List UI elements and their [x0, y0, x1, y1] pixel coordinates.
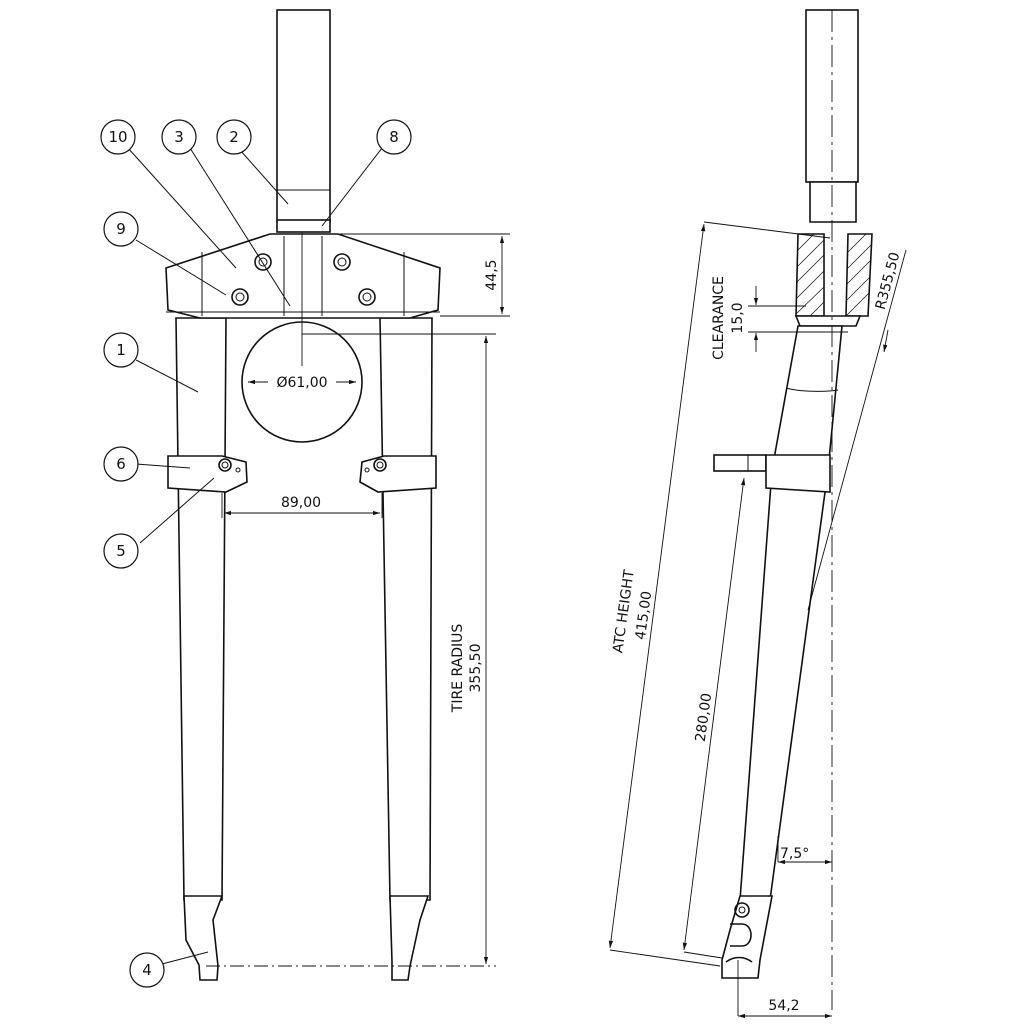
steerer-diameter-label: Ø61,00: [276, 375, 327, 391]
tire-radius-value: 355,50: [468, 644, 484, 693]
svg-text:1: 1: [116, 341, 126, 359]
right-fork-leg: [379, 317, 433, 901]
balloon-4: 4: [129, 952, 165, 988]
offset-label: 54,2: [768, 998, 799, 1014]
balloon-6: 6: [103, 446, 139, 482]
svg-text:3: 3: [174, 128, 184, 146]
leg-spacing-label: 89,00: [281, 495, 321, 511]
left-fork-leg: [175, 317, 227, 901]
atc-height-value: 415,00: [633, 590, 656, 641]
svg-text:6: 6: [116, 455, 126, 473]
side-dropout: [721, 895, 773, 979]
side-fork-body: [739, 325, 843, 901]
crown: [165, 233, 441, 319]
leg-length-label: 280,00: [693, 692, 716, 743]
tire-radius-label: TIRE RADIUS: [450, 624, 466, 714]
right-clamp: [359, 455, 437, 493]
balloon-1: 1: [103, 332, 139, 368]
side-view: CLEARANCE 15,0 R355,50 ATC HEIGHT 415,00…: [608, 9, 907, 1019]
svg-text:8: 8: [389, 128, 399, 146]
front-view: Ø61,00 89,00 44,5 TIRE RADIUS 355,50: [100, 9, 510, 988]
right-dropout: [389, 895, 430, 981]
angle-label: 7,5°: [780, 846, 809, 862]
side-boss: [713, 454, 767, 472]
svg-text:2: 2: [229, 128, 239, 146]
clearance-label: CLEARANCE: [711, 276, 727, 360]
svg-text:5: 5: [116, 542, 126, 560]
atc-height-label: ATC HEIGHT: [610, 568, 638, 654]
crown-race: [276, 219, 331, 233]
crown-bolts: [231, 253, 376, 306]
clearance-value: 15,0: [730, 302, 746, 333]
left-dropout: [183, 895, 224, 981]
radius-label: R355,50: [873, 251, 904, 312]
svg-text:10: 10: [108, 128, 127, 146]
svg-text:4: 4: [142, 961, 152, 979]
balloon-10: 10: [100, 119, 136, 155]
crown-height-label: 44,5: [484, 259, 500, 290]
steerer-tube: [276, 9, 331, 223]
left-clamp: [167, 455, 248, 493]
balloon-9: 9: [103, 211, 139, 247]
balloon-3: 3: [161, 119, 197, 155]
balloon-5: 5: [103, 533, 139, 569]
balloon-2: 2: [216, 119, 252, 155]
balloon-8: 8: [376, 119, 412, 155]
svg-text:9: 9: [116, 220, 126, 238]
